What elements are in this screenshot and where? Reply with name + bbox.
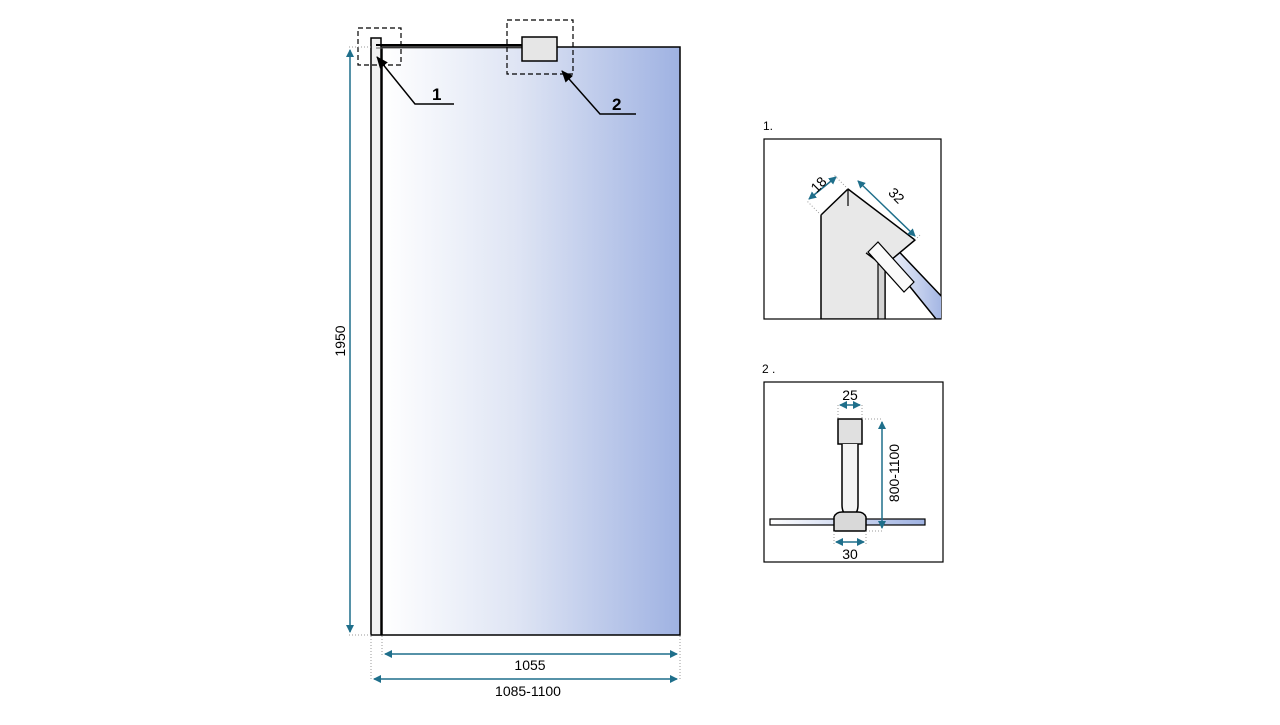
detail-2-clamp-width-value: 30 — [842, 546, 858, 562]
callout-label-2: 2 — [612, 95, 621, 114]
detail-box-2 — [506, 19, 574, 75]
callout-label-1: 1 — [432, 85, 441, 104]
glass-panel — [381, 46, 681, 636]
height-dimension: 1950 — [332, 46, 371, 636]
callout-leader-2 — [561, 70, 636, 115]
main-view: 1 2 1950 1055 1085-1100 — [332, 19, 681, 699]
glass-width-value: 1055 — [514, 657, 545, 673]
detail-2-wall-mount — [837, 418, 863, 445]
detail-2-clamp — [833, 511, 867, 532]
total-width-value: 1085-1100 — [495, 683, 561, 699]
glass-width-dimension: 1055 — [381, 636, 681, 680]
detail-1: 1. 18 32 — [763, 119, 942, 320]
detail-2-bar — [841, 444, 859, 516]
detail-2-bar-diameter-value: 25 — [842, 387, 858, 403]
glass-clamp — [521, 36, 558, 62]
total-width-dimension: 1085-1100 — [370, 636, 678, 699]
detail-1-title: 1. — [763, 119, 773, 133]
callout-leader-1 — [376, 56, 454, 105]
detail-2-title: 2 . — [762, 362, 775, 376]
height-value: 1950 — [332, 325, 348, 356]
detail-2: 2 . 25 800-1100 30 — [762, 362, 944, 563]
detail-2-bar-length-value: 800-1100 — [886, 444, 902, 502]
wall-profile — [370, 37, 382, 636]
